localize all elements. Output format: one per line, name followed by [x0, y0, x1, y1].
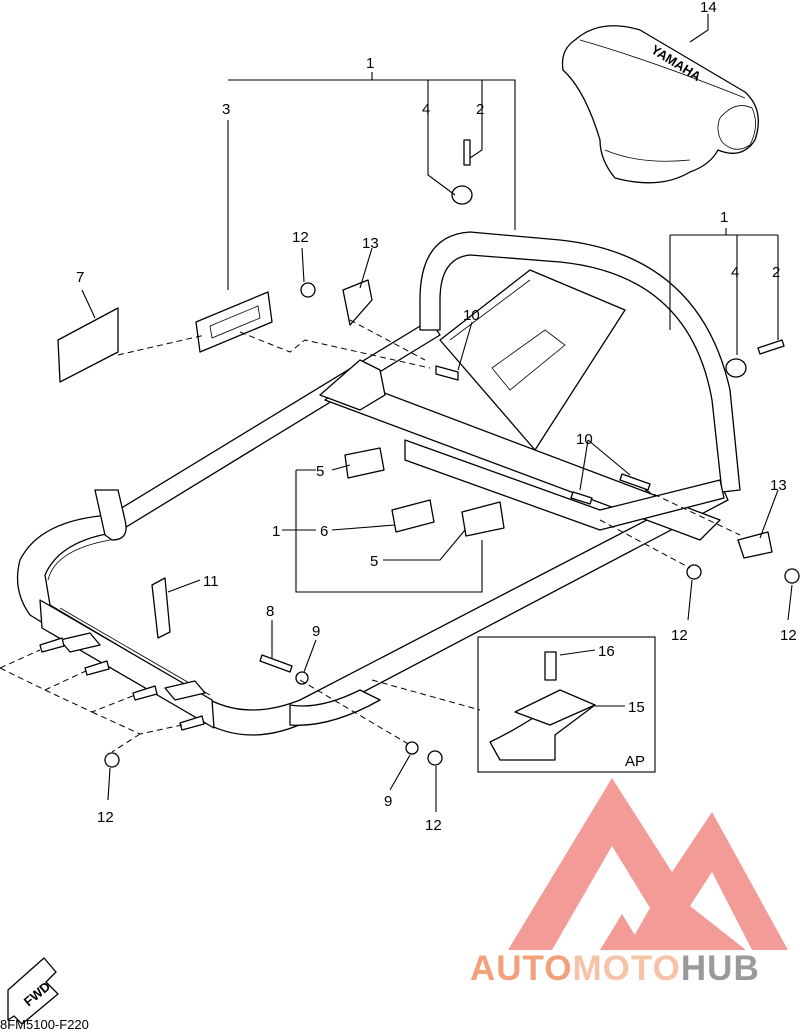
inset-label: AP — [625, 753, 645, 770]
callout-12-top: 12 — [292, 229, 309, 246]
fwd-arrow: FWD — [7, 957, 59, 1025]
watermark-triangle-inner-2 — [600, 914, 644, 950]
inset-frame — [477, 636, 656, 773]
callout-2-right: 2 — [772, 264, 780, 281]
callout-15: 15 — [628, 699, 645, 716]
decal-7 — [57, 307, 119, 383]
callout-10-top: 10 — [463, 307, 480, 324]
callout-1-right: 1 — [720, 209, 728, 226]
seat-cover: YAMAHA — [561, 25, 759, 184]
callout-2-top: 2 — [476, 101, 484, 118]
callout-12-bottom-left: 12 — [97, 809, 114, 826]
diagram-code: 8FM5100-F220 — [0, 1017, 89, 1032]
switch-panel-3 — [195, 291, 273, 353]
callout-3: 3 — [222, 101, 230, 118]
callout-5-top: 5 — [316, 463, 324, 480]
callout-4-top: 4 — [422, 101, 430, 118]
callout-6: 6 — [320, 523, 328, 540]
callouts: 1 3 4 2 14 1 4 2 12 13 7 10 10 13 5 1 6 … — [76, 0, 797, 834]
callout-13-right: 13 — [770, 477, 787, 494]
callout-14: 14 — [700, 0, 717, 16]
callout-9-bottom: 9 — [384, 793, 392, 810]
callout-12-right-a: 12 — [671, 627, 688, 644]
callout-11: 11 — [203, 573, 219, 590]
inset-ap: AP — [477, 636, 656, 773]
callout-13-top: 13 — [362, 235, 379, 252]
callout-8: 8 — [266, 603, 274, 620]
callout-1-mid: 1 — [272, 523, 280, 540]
leaders — [0, 14, 793, 812]
callout-7: 7 — [76, 269, 84, 286]
main-frame — [16, 231, 741, 736]
callout-12-right-b: 12 — [780, 627, 797, 644]
callout-9-top: 9 — [312, 623, 320, 640]
callout-1-top: 1 — [366, 55, 374, 72]
small-parts — [39, 139, 800, 768]
watermark-logo — [508, 778, 788, 950]
callout-16: 16 — [598, 643, 615, 660]
watermark-text: AUTOMOTOHUB — [470, 949, 760, 988]
watermark-word-2: MOTO — [573, 949, 681, 988]
svg-text:AUTOMOTOHUB: AUTOMOTOHUB — [470, 949, 760, 988]
callout-4-right: 4 — [731, 264, 739, 281]
watermark-word-3: HUB — [681, 949, 760, 988]
watermark-triangle-outer — [508, 778, 788, 950]
watermark-word-1: AUTO — [470, 949, 573, 988]
callout-10-right: 10 — [576, 431, 593, 448]
callout-12-bottom-mid: 12 — [425, 817, 442, 834]
callout-5-bottom: 5 — [370, 553, 378, 570]
